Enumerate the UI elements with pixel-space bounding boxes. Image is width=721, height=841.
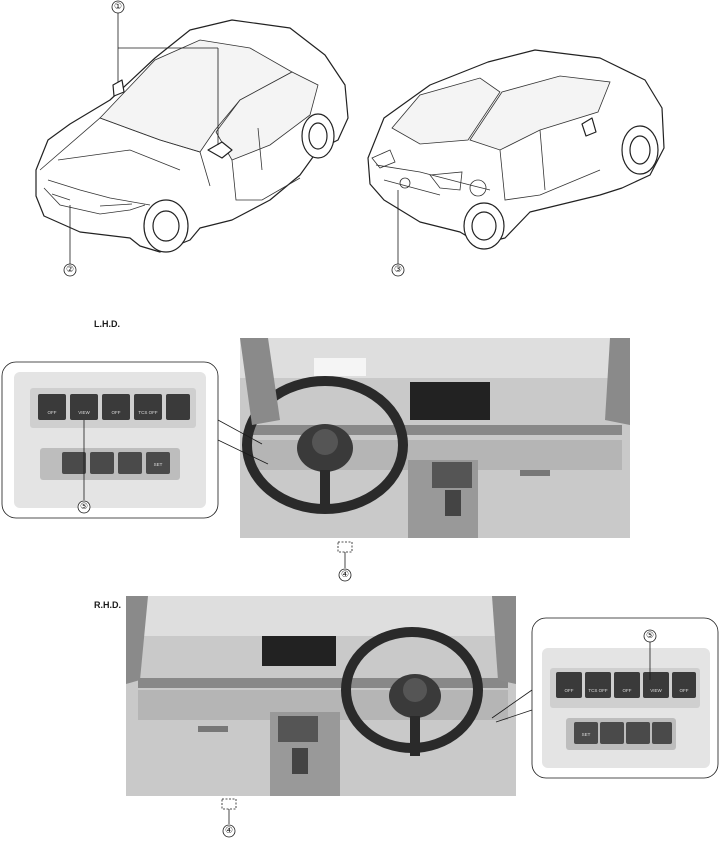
switch-button-label: OFF xyxy=(48,410,57,415)
switch-panel-rhd-bottom-row: SET xyxy=(574,722,672,744)
switch-panel-lhd-top-row: OFF VIEW OFF TCS OFF xyxy=(38,394,190,420)
switch-button xyxy=(166,394,190,420)
switch-button xyxy=(614,672,640,698)
switch-button xyxy=(90,452,114,474)
switch-button xyxy=(585,672,611,698)
switch-button xyxy=(134,394,162,420)
switch-button-label: VIEW xyxy=(78,410,90,415)
switch-button xyxy=(672,672,696,698)
switch-button-label: OFF xyxy=(565,688,574,693)
switch-button xyxy=(146,452,170,474)
switch-button xyxy=(70,394,98,420)
callout-5-rhd: ⑤ xyxy=(643,629,657,680)
switch-button xyxy=(652,722,672,744)
switch-button-label: TCS OFF xyxy=(588,688,607,693)
svg-text:④: ④ xyxy=(225,826,233,836)
switch-panel-lhd-inset xyxy=(1,361,269,519)
switch-button-label: OFF xyxy=(623,688,632,693)
dashboard-rhd xyxy=(126,596,516,796)
callout-4-lhd: ④ xyxy=(337,541,353,582)
car-rear-view xyxy=(367,49,665,250)
svg-text:⑤: ⑤ xyxy=(80,502,88,512)
svg-text:②: ② xyxy=(66,265,74,275)
switch-button-label: SET xyxy=(582,732,591,737)
switch-button xyxy=(38,394,66,420)
callout-1: ① xyxy=(111,0,219,145)
switch-button xyxy=(118,452,142,474)
switch-button xyxy=(102,394,130,420)
svg-text:③: ③ xyxy=(394,265,402,275)
callout-4-rhd: ④ xyxy=(221,798,237,838)
switch-button xyxy=(643,672,669,698)
dashboard-lhd xyxy=(240,338,630,538)
svg-text:④: ④ xyxy=(341,570,349,580)
side-mirror-right xyxy=(207,141,233,159)
switch-button-label: TCS OFF xyxy=(138,410,157,415)
rhd-label: R.H.D. xyxy=(94,600,121,610)
switch-button xyxy=(600,722,624,744)
switch-button xyxy=(556,672,582,698)
switch-button xyxy=(574,722,598,744)
callout-2: ② xyxy=(63,205,77,277)
lhd-label: L.H.D. xyxy=(94,319,120,329)
svg-text:⑤: ⑤ xyxy=(646,631,654,641)
svg-text:①: ① xyxy=(114,2,122,12)
switch-button xyxy=(62,452,86,474)
switch-button xyxy=(626,722,650,744)
switch-button-label: OFF xyxy=(680,688,689,693)
switch-button-label: SET xyxy=(154,462,163,467)
side-mirror-left xyxy=(112,79,125,97)
switch-button-label: OFF xyxy=(112,410,121,415)
switch-panel-lhd-bottom-row: SET xyxy=(62,452,170,474)
callout-5-lhd: ⑤ xyxy=(77,420,91,514)
callout-3: ③ xyxy=(391,190,405,277)
switch-panel-rhd-top-row: OFF TCS OFF OFF VIEW OFF xyxy=(556,672,696,698)
car-front-view xyxy=(35,19,349,253)
switch-button-label: VIEW xyxy=(650,688,662,693)
